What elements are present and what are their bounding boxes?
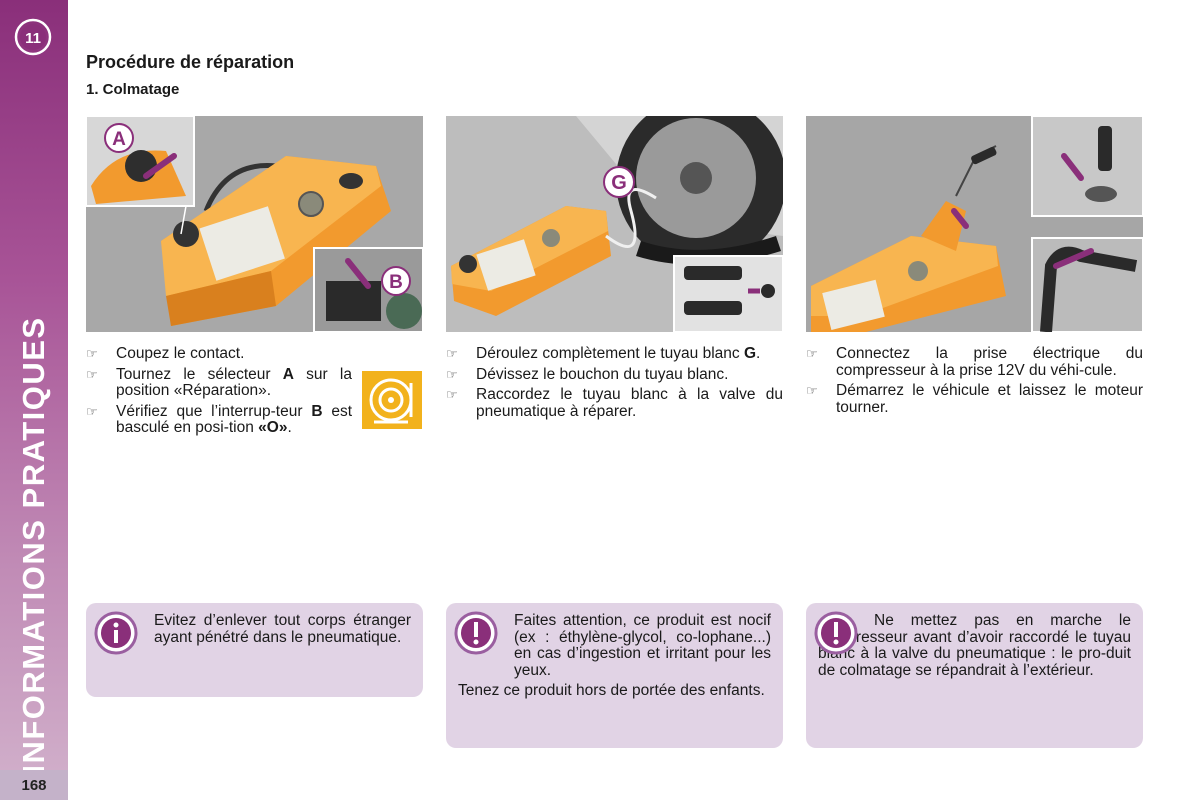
list-item: ☞ Dévissez le bouchon du tuyau blanc. (446, 365, 729, 383)
label-a: A (112, 129, 126, 150)
warning-note: Ne mettez pas en marche le compresseur a… (806, 603, 1143, 748)
info-note: Evitez d’enlever tout corps étranger aya… (86, 603, 423, 697)
list-item: ☞ Raccordez le tuyau blanc à la valve du… (446, 386, 783, 420)
pointing-hand-icon: ☞ (446, 366, 458, 382)
section-subtitle: 1. Colmatage (86, 81, 180, 98)
pointing-hand-icon: ☞ (446, 387, 458, 402)
list-item: ☞ Démarrez le véhicule et laissez le mot… (806, 382, 1143, 416)
label-b: B (389, 272, 403, 293)
instructions-column-2: ☞ Déroulez complètement le tuyau blanc G… (446, 345, 783, 424)
warning-note: Faites attention, ce produit est nocif (… (446, 603, 783, 748)
list-item: ☞ Vérifiez que l’interrup-teur B est bas… (86, 402, 353, 436)
info-icon (94, 611, 138, 655)
pointing-hand-icon: ☞ (86, 403, 98, 419)
pointing-hand-icon: ☞ (86, 366, 98, 382)
illustration-power-plug (806, 116, 1143, 332)
instructions-column-1: ☞ Coupez le contact. ☞ Tournez le sélect… (86, 345, 353, 441)
instructions-column-3: ☞ Connectez la prise électrique du compr… (806, 345, 1143, 420)
list-item: ☞ Coupez le contact. (86, 345, 245, 362)
pointing-hand-icon: ☞ (446, 346, 458, 361)
page-number: 168 (0, 770, 68, 800)
page-title: Procédure de réparation (86, 52, 295, 72)
warning-icon (454, 611, 498, 655)
warning-icon (814, 611, 858, 655)
illustration-selector-switch: A B (86, 116, 423, 332)
pointing-hand-icon: ☞ (806, 346, 818, 361)
chapter-number: 11 (25, 30, 41, 47)
pointing-hand-icon: ☞ (806, 383, 818, 398)
repair-position-icon (362, 371, 422, 429)
chapter-sidebar: 11 INFORMATIONS PRATIQUES 168 (0, 0, 68, 800)
pointing-hand-icon: ☞ (86, 346, 98, 361)
list-item: ☞ Déroulez complètement le tuyau blanc G… (446, 345, 761, 362)
chapter-badge: 11 (14, 18, 52, 56)
chapter-title: INFORMATIONS PRATIQUES (16, 316, 51, 774)
label-g: G (611, 172, 627, 194)
list-item: ☞ Tournez le sélecteur A sur la position… (86, 365, 352, 399)
list-item: ☞ Connectez la prise électrique du compr… (806, 345, 1143, 379)
illustration-hose-connection: G (446, 116, 783, 332)
